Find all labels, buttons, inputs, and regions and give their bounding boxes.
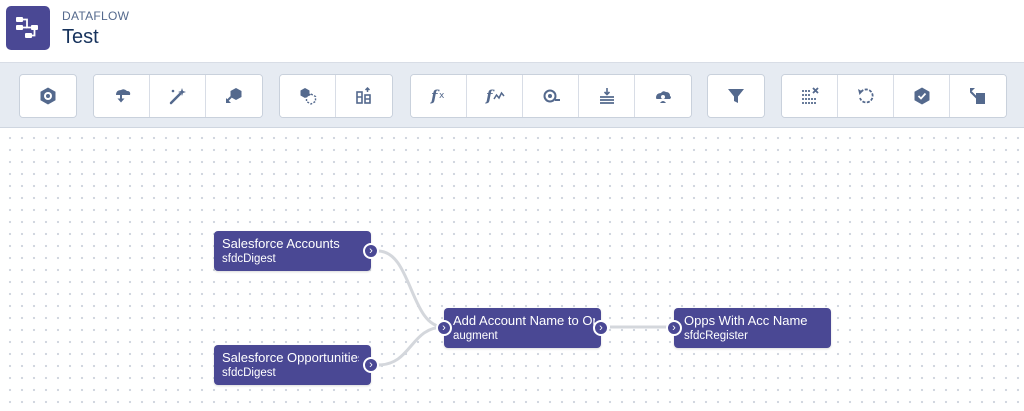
chevron-right-icon[interactable]: › xyxy=(363,243,379,259)
page-header: DATAFLOW Test xyxy=(0,0,1024,62)
hexagon-gear-button[interactable] xyxy=(20,75,76,117)
upload-page-icon xyxy=(970,88,985,104)
cloud-user-icon xyxy=(656,91,671,103)
append-button[interactable] xyxy=(280,75,336,117)
node-name: Salesforce Accounts xyxy=(222,236,340,251)
chevron-right-icon[interactable]: › xyxy=(363,357,379,373)
node-add-account-name[interactable]: Add Account Name to Op augment › › xyxy=(436,308,609,348)
node-type: sfdcDigest xyxy=(222,367,276,379)
edgemart-button[interactable] xyxy=(206,75,262,117)
page-eyebrow: DATAFLOW xyxy=(62,9,130,23)
flatten-button[interactable] xyxy=(579,75,635,117)
filter-button[interactable] xyxy=(708,75,764,117)
augment-button[interactable] xyxy=(336,75,392,117)
compute-expression-button[interactable]: f x xyxy=(411,75,467,117)
slice-dataset-button[interactable] xyxy=(782,75,838,117)
wand-icon xyxy=(169,88,186,105)
extract-button[interactable] xyxy=(94,75,150,117)
svg-text:f: f xyxy=(430,87,440,105)
toolbar-group-3 xyxy=(279,74,393,118)
svg-text:x: x xyxy=(439,91,445,101)
shield-check-icon xyxy=(914,87,929,105)
digest-button[interactable] xyxy=(150,75,206,117)
hexagon-gear-icon xyxy=(40,87,56,105)
filter-icon xyxy=(728,89,744,103)
download-cloud-icon xyxy=(115,89,130,103)
node-name: Add Account Name to Op xyxy=(453,313,595,328)
toolbar-group-4: f x f xyxy=(410,74,692,118)
toolbar: f x f xyxy=(0,62,1024,128)
columns-arrows-icon xyxy=(356,86,371,104)
formula-icon: f x xyxy=(430,87,445,105)
toolbar-group-1 xyxy=(19,74,77,118)
node-salesforce-opportunities[interactable]: Salesforce Opportunities sfdcDigest › xyxy=(214,345,379,385)
dataflow-canvas[interactable] xyxy=(0,128,1024,411)
arrow-hexagon-icon xyxy=(226,88,242,103)
chevron-right-icon[interactable]: › xyxy=(593,320,609,336)
stack-download-icon xyxy=(599,88,614,104)
dataflow-icon xyxy=(6,6,50,50)
node-name: Salesforce Opportunities xyxy=(222,350,359,365)
node-type: sfdcDigest xyxy=(222,253,276,265)
node-type: augment xyxy=(453,330,498,342)
predict-button[interactable] xyxy=(635,75,691,117)
node-type: sfdcRegister xyxy=(684,330,748,342)
dim2mea-button[interactable] xyxy=(523,75,579,117)
svg-text:f: f xyxy=(485,87,495,105)
hexagon-dashed-icon xyxy=(300,88,316,105)
tag-icon xyxy=(543,89,560,103)
node-salesforce-accounts[interactable]: Salesforce Accounts sfdcDigest › xyxy=(214,231,379,271)
page-title: Test xyxy=(62,26,99,48)
undo-circle-icon xyxy=(857,88,874,104)
compute-relative-button[interactable]: f xyxy=(467,75,523,117)
formula-wave-icon: f xyxy=(485,87,505,105)
toolbar-group-2 xyxy=(93,74,263,118)
toolbar-group-5 xyxy=(707,74,765,118)
register-button[interactable] xyxy=(894,75,950,117)
toolbar-group-6 xyxy=(781,74,1007,118)
chevron-right-icon[interactable]: › xyxy=(436,320,452,336)
node-opps-with-acc-name[interactable]: Opps With Acc Name sfdcRegister › xyxy=(666,308,831,348)
node-name: Opps With Acc Name xyxy=(684,313,808,328)
chevron-right-icon[interactable]: › xyxy=(666,320,682,336)
export-button[interactable] xyxy=(950,75,1006,117)
columns-delete-icon xyxy=(801,87,819,104)
update-button[interactable] xyxy=(838,75,894,117)
